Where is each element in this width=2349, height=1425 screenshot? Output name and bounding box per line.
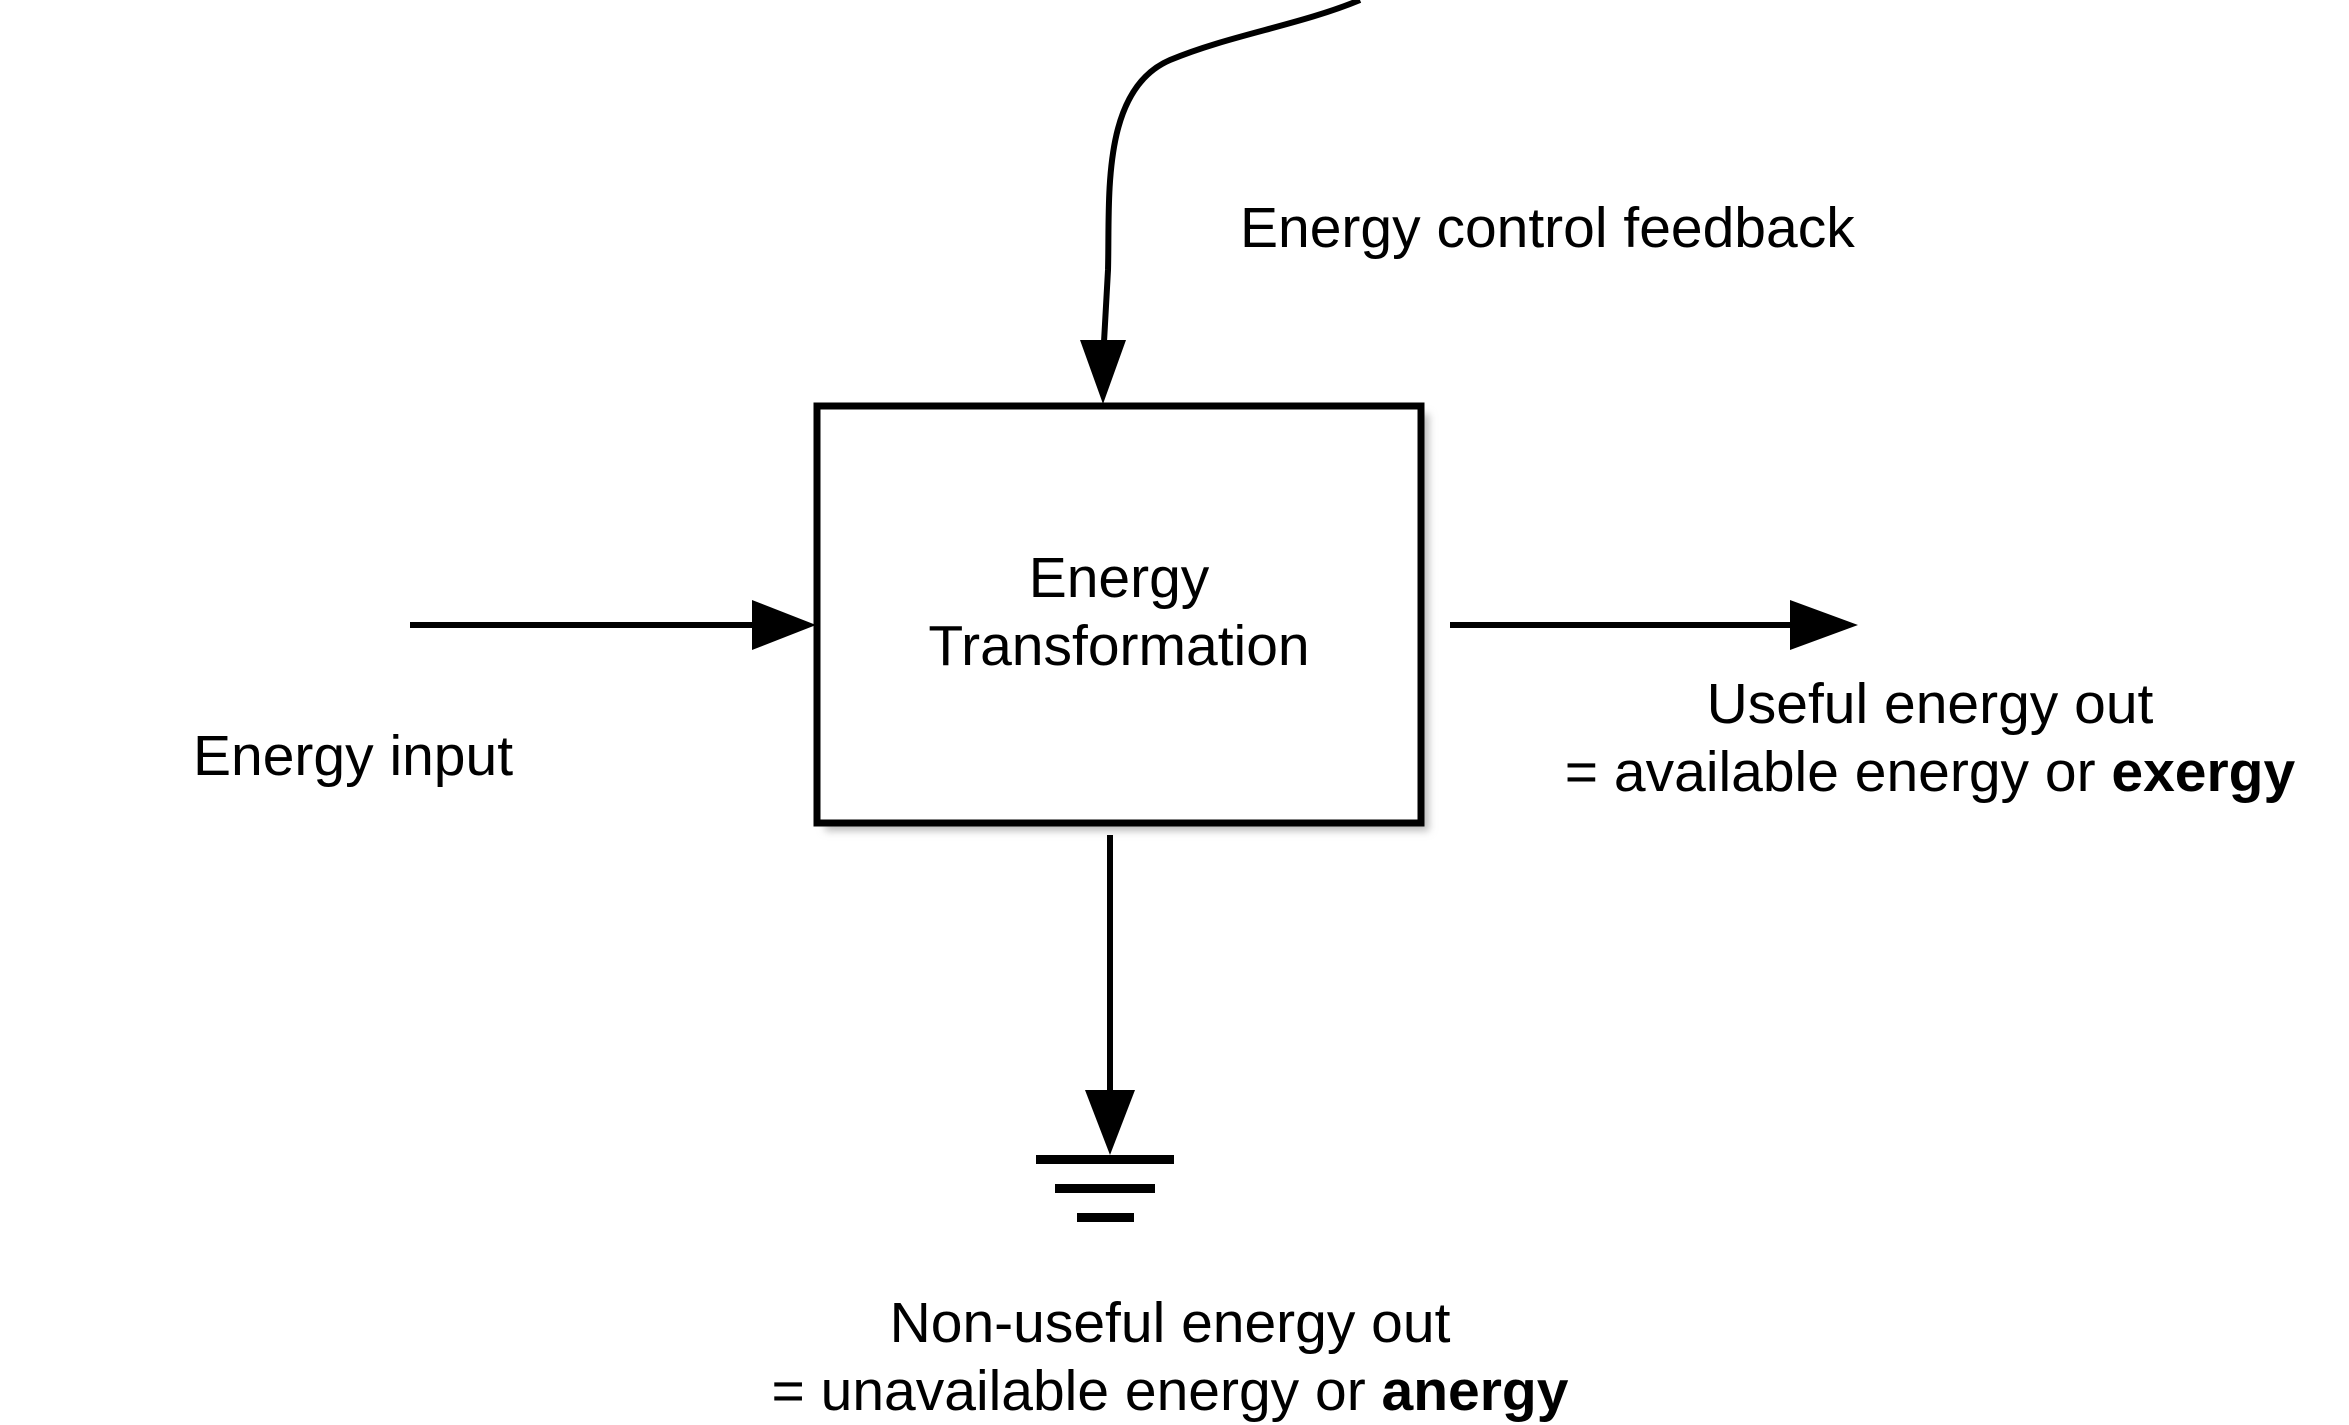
process-box-label: Energy Transformation [817, 544, 1421, 680]
useful-output-label-prefix: = available energy or [1564, 740, 2112, 804]
nonuseful-output-arrowhead-icon [1085, 1090, 1135, 1155]
input-label: Energy input [193, 724, 514, 788]
process-box-label-line2: Transformation [928, 614, 1310, 678]
useful-output-label: Useful energy out = available energy or … [1500, 670, 2349, 806]
nonuseful-output-label: Non-useful energy out = unavailable ener… [700, 1289, 1640, 1425]
process-box-label-line1: Energy [1028, 546, 1210, 610]
energy-transformation-box [813, 402, 1425, 827]
feedback-arrow-line [1101, 0, 1362, 343]
useful-output-arrowhead-icon [1790, 600, 1858, 650]
feedback-label: Energy control feedback [1240, 196, 1855, 260]
nonuseful-output-label-prefix: = unavailable energy or [771, 1359, 1382, 1423]
ground-symbol-icon [1036, 1155, 1174, 1222]
useful-output-label-line1: Useful energy out [1706, 672, 2154, 736]
nonuseful-output-label-line1: Non-useful energy out [889, 1291, 1451, 1355]
feedback-arrowhead-icon [1080, 340, 1126, 404]
input-arrowhead-icon [752, 600, 816, 650]
useful-output-label-line2: = available energy or exergy [1500, 738, 2349, 806]
exergy-term: exergy [2111, 740, 2296, 804]
nonuseful-output-label-line2: = unavailable energy or anergy [700, 1357, 1640, 1425]
anergy-term: anergy [1381, 1359, 1569, 1423]
